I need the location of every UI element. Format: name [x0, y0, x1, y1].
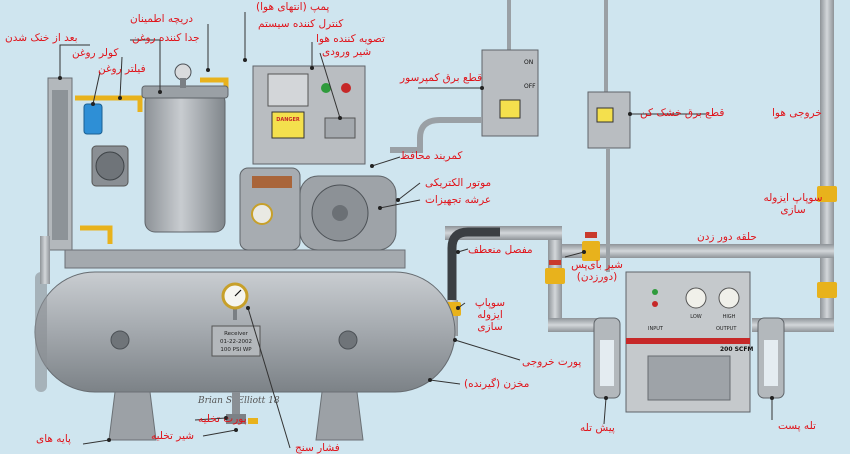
label-system-control: کنترل کننده سیستم	[258, 18, 344, 30]
dryer-conduit	[606, 148, 610, 272]
label-outlet-port: پورت خروجی	[522, 356, 582, 368]
safety-valve	[174, 63, 192, 81]
tank-sight-right	[338, 330, 358, 350]
label-after-cooler: بعد از خنک شدن	[5, 32, 78, 44]
label-oil-separator: جدا کننده روغن	[132, 32, 200, 44]
receiver-plate	[211, 325, 261, 357]
tank-foot-1	[108, 391, 157, 441]
oil-filter	[83, 103, 103, 135]
flex-connector-hose	[447, 227, 500, 300]
disconnect-conduit	[390, 117, 482, 153]
cabinet-danger-sign	[271, 111, 305, 139]
label-isolation-valve-left: سوپاپ ایزوله سازی	[474, 297, 506, 333]
plate-line-2: 01-22-2002	[220, 339, 252, 345]
dryer-gauge-high	[718, 287, 740, 309]
ceiling-conduit-2	[604, 0, 608, 92]
dryer-output-text: OUTPUT	[716, 326, 737, 332]
label-belt-guard: کمربند محافظ	[400, 150, 463, 162]
dryer-gauge-low	[685, 287, 707, 309]
pre-filter-bowl	[600, 340, 614, 386]
label-compressor-disconnect: قطع برق کمپرسور	[400, 72, 483, 84]
gauge-stem	[233, 306, 237, 320]
dryer-vent	[647, 355, 731, 401]
dryer-low-text: LOW	[690, 314, 702, 320]
drain-pipe	[232, 392, 240, 422]
oil-separator	[144, 91, 226, 233]
plate-line-1: Receiver	[224, 331, 249, 337]
dryer-disconnect-sign	[596, 107, 614, 123]
label-isolation-valve-right: سوپاپ ایزوله سازی	[763, 192, 823, 216]
cooling-fan	[95, 151, 125, 181]
start-button	[321, 83, 331, 93]
label-safety-valve: دریچه اطمینان	[130, 13, 194, 25]
oil-line-2	[80, 225, 113, 244]
label-air-purifier: تصویه کننده هوا	[316, 33, 385, 45]
aftercooler-core	[52, 90, 68, 240]
label-flex-connector: مفصل منعطف	[468, 244, 533, 256]
dryer-stripe	[626, 338, 750, 344]
inlet-valve	[324, 117, 356, 139]
disconnect-off-text: OFF	[524, 83, 536, 90]
drain-valve-body	[226, 414, 246, 424]
leader-lines	[58, 12, 774, 449]
left-isolation-handle	[549, 260, 561, 265]
drain-valve-handle	[248, 418, 258, 424]
label-oil-filter: فیلتر روغن	[98, 63, 146, 75]
bypass-pipe-top	[550, 244, 834, 258]
ceiling-pipe-right	[820, 0, 834, 330]
compressor-disconnect-box	[481, 49, 539, 137]
dryer-high-text: HIGH	[723, 314, 736, 320]
disconnect-on-text: ON	[524, 59, 533, 66]
label-receiver-tank: مخزن (گیرنده)	[464, 378, 530, 390]
right-isolation-valve-upper	[817, 186, 837, 202]
belt-guard	[252, 176, 292, 188]
label-drain-valve: شیر تخلیه	[151, 430, 195, 442]
post-filter-bowl	[764, 340, 778, 386]
dryer-led-green	[652, 289, 658, 295]
label-oil-cooler: کولر روغن	[72, 47, 119, 59]
safety-valve-stem	[180, 78, 186, 88]
cabinet-danger-text: DANGER	[276, 117, 300, 123]
cooler-pipe-left	[40, 236, 50, 284]
tank-foot-2	[315, 391, 364, 441]
stop-button	[341, 83, 351, 93]
equipment-deck	[64, 249, 406, 269]
label-air-outlet: خروجی هوا	[772, 107, 822, 119]
motor-hub	[332, 205, 348, 221]
ceiling-conduit-1	[507, 0, 511, 52]
tank-sight-left	[110, 330, 130, 350]
gauge-needle	[234, 289, 242, 297]
label-pre-filter: پیش تله	[580, 422, 615, 434]
left-isolation-valve	[545, 268, 565, 284]
label-bypass-valve: شیر بای‌پس (دورزدن)	[571, 259, 623, 283]
label-pressure-gauge: فشار سنج	[295, 442, 340, 454]
pump-gauge	[251, 203, 273, 225]
oil-line-1	[75, 95, 143, 112]
tank-end-left	[35, 272, 47, 392]
plate-line-3: 100 PSI WP	[220, 347, 252, 353]
label-bypass-loop: حلقه دور زدن	[697, 231, 757, 243]
pipe-left-bottom	[548, 318, 608, 332]
right-isolation-valve-lower	[817, 282, 837, 298]
label-dryer-disconnect: قطع برق خشک کن	[640, 107, 725, 119]
bypass-valve-handle	[585, 232, 597, 238]
dryer-input-text: INPUT	[648, 326, 664, 332]
label-equipment-deck: عرشه تجهیزات	[425, 194, 492, 206]
label-tank-feet: پایه های	[36, 433, 71, 445]
label-electric-motor: موتور الکتریکی	[425, 177, 492, 189]
label-drain-port: پورت تخلیه	[198, 413, 247, 425]
compressor-disconnect-sign	[499, 99, 521, 119]
label-inlet-valve: شیر ورودی	[322, 46, 372, 58]
dryer-rating-text: 200 SCFM	[720, 346, 753, 353]
control-display	[267, 73, 309, 107]
label-post-filter: تله پست	[778, 420, 816, 432]
bypass-valve	[582, 241, 600, 261]
dryer-led-red	[652, 301, 658, 307]
label-pump: پمپ (انتهای هوا)	[256, 1, 330, 13]
